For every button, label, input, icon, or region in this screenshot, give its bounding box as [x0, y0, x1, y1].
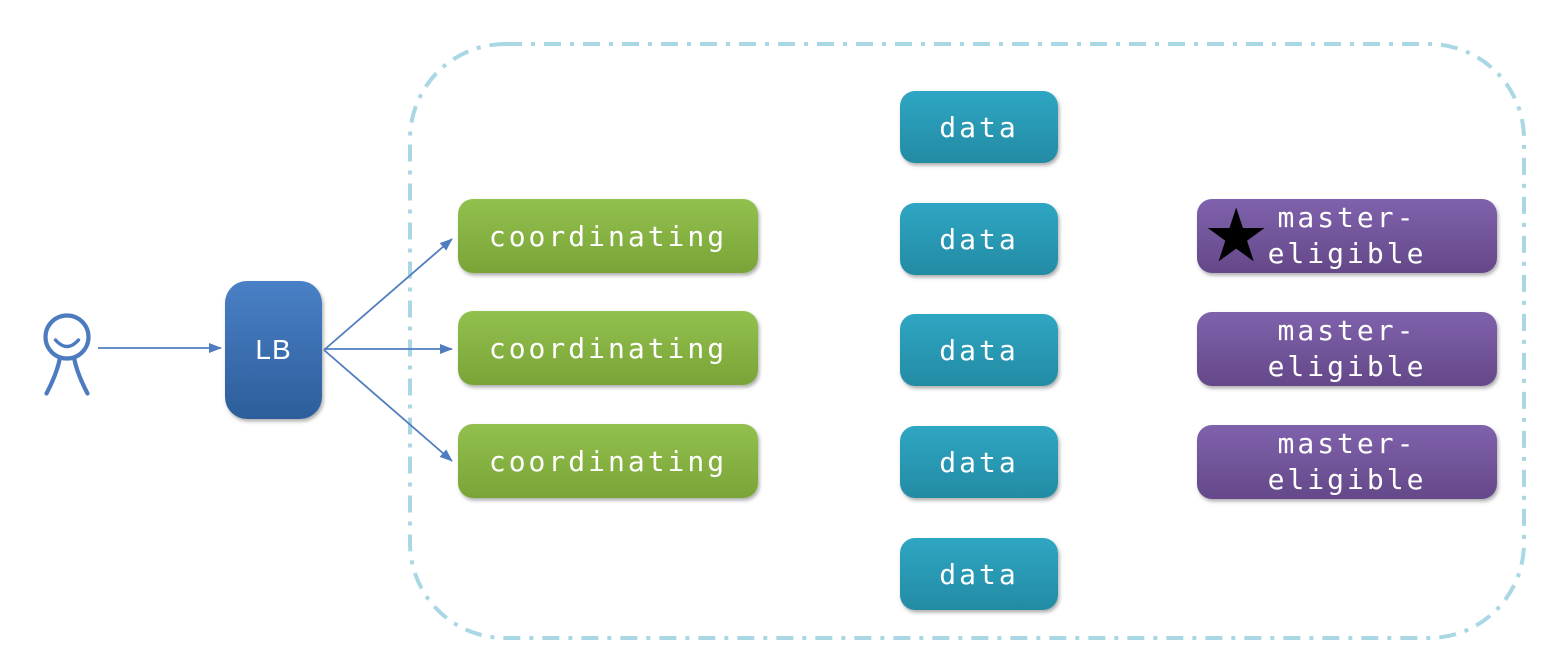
coordinating-node-label: coordinating — [488, 444, 728, 478]
data-node-label: data — [939, 110, 1019, 144]
master-eligible-node-2: master- eligible — [1197, 312, 1497, 386]
master-eligible-node-label: master- eligible — [1267, 314, 1427, 383]
coordinating-node-1: coordinating — [458, 199, 758, 273]
data-node-label: data — [939, 445, 1019, 479]
master-eligible-node-label: master- eligible — [1267, 427, 1427, 496]
data-node-label: data — [939, 333, 1019, 367]
data-node-2: data — [900, 203, 1058, 275]
elected-master-star-icon: ★ — [1203, 193, 1270, 279]
data-node-label: data — [939, 557, 1019, 591]
cluster-boundary — [408, 42, 1526, 640]
load-balancer-label: LB — [255, 334, 292, 365]
data-node-1: data — [900, 91, 1058, 163]
data-node-5: data — [900, 538, 1058, 610]
arrow-lb-to-coordinating-3 — [323, 349, 453, 462]
master-eligible-node-label: master- eligible — [1267, 201, 1427, 270]
coordinating-node-label: coordinating — [488, 219, 728, 253]
arrow-lb-to-coordinating-1 — [323, 238, 453, 351]
coordinating-node-label: coordinating — [488, 331, 728, 365]
data-node-4: data — [900, 426, 1058, 498]
master-eligible-node-1: ★ master- eligible — [1197, 199, 1497, 273]
load-balancer-node: LB — [225, 281, 322, 419]
coordinating-node-2: coordinating — [458, 311, 758, 385]
master-eligible-node-3: master- eligible — [1197, 425, 1497, 499]
data-node-3: data — [900, 314, 1058, 386]
user-icon — [43, 313, 91, 396]
data-node-label: data — [939, 222, 1019, 256]
coordinating-node-3: coordinating — [458, 424, 758, 498]
